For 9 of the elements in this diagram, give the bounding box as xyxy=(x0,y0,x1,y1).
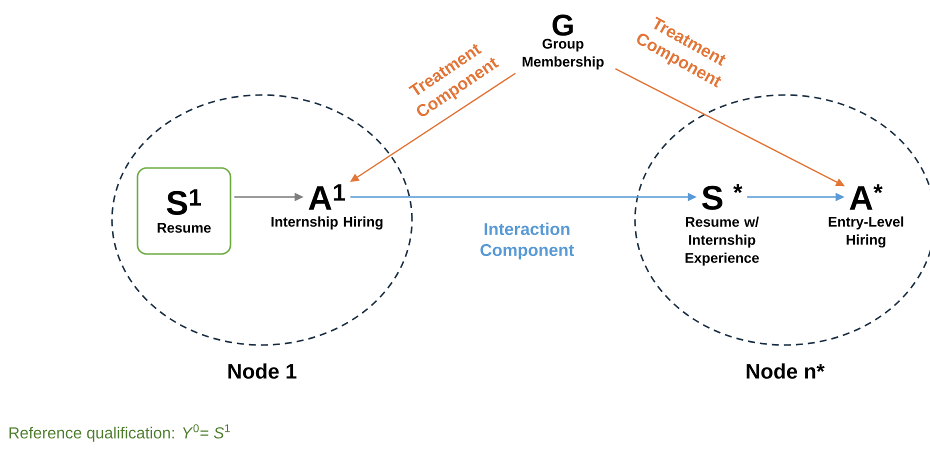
variable-label: S $^{*}$ Resume w/ Internship Experience xyxy=(686,184,759,266)
variable-label: A$^{*}$ Entry-Level Hiring xyxy=(828,184,904,248)
variable-box: S$^{1}$ Resume xyxy=(136,167,232,255)
note-text: Reference qualification: Y$^{0}$= S$^{1}$ xyxy=(10,424,230,442)
variable-label: G Group Membership xyxy=(522,14,604,70)
edge-label: Interaction Component xyxy=(471,222,583,260)
node-label: Node n* xyxy=(746,363,825,379)
node-label: Node 1 xyxy=(228,363,296,379)
variable-label: A$^{1}$ Internship Hiring xyxy=(272,184,382,230)
